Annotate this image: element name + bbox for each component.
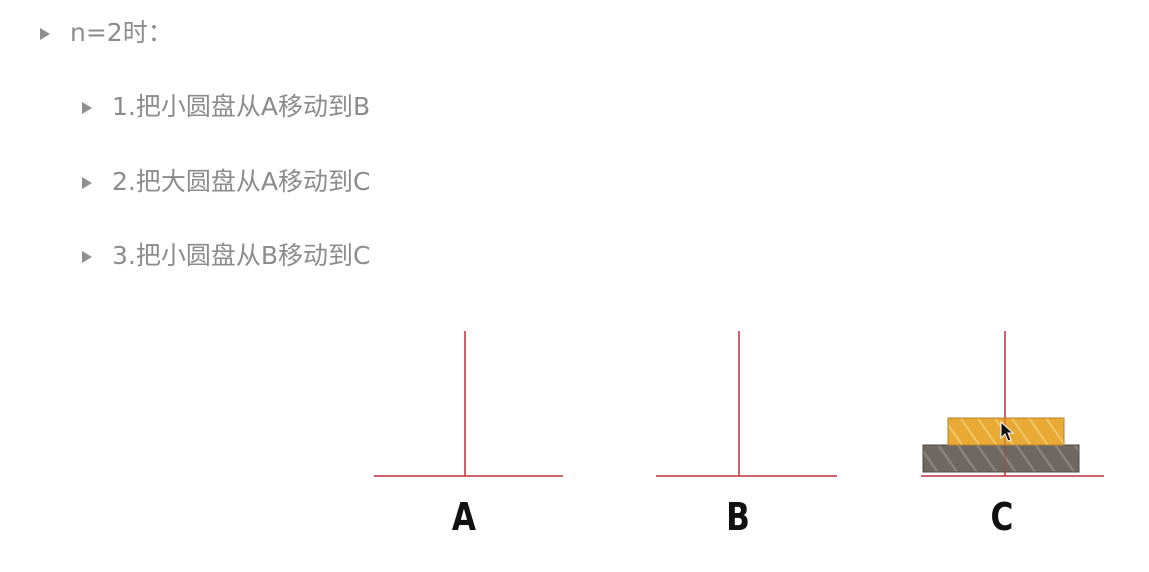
peg-label-a: A	[451, 495, 477, 539]
step-item: 2.把大圆盘从A移动到C	[82, 167, 370, 197]
step-text: 1.把小圆盘从A移动到B	[112, 92, 371, 121]
step-text: 2.把大圆盘从A移动到C	[112, 167, 371, 196]
bullet-triangle-icon	[82, 251, 92, 263]
peg-a	[374, 331, 563, 477]
heading-line: n=2时：	[40, 18, 173, 48]
bullet-triangle-icon	[82, 177, 92, 189]
step-text: 3.把小圆盘从B移动到C	[112, 241, 371, 270]
heading-text: n=2时：	[70, 18, 173, 47]
peg-label-b: B	[726, 495, 750, 539]
peg-label-c: C	[990, 495, 1014, 539]
bullet-triangle-icon	[82, 102, 92, 114]
mouse-pointer-icon	[1000, 420, 1015, 442]
peg-b	[656, 331, 837, 477]
large-disk[interactable]	[922, 444, 1080, 473]
bullet-triangle-icon	[40, 28, 50, 40]
step-item: 1.把小圆盘从A移动到B	[82, 92, 370, 122]
peg-c	[921, 331, 1104, 477]
step-item: 3.把小圆盘从B移动到C	[82, 241, 370, 271]
